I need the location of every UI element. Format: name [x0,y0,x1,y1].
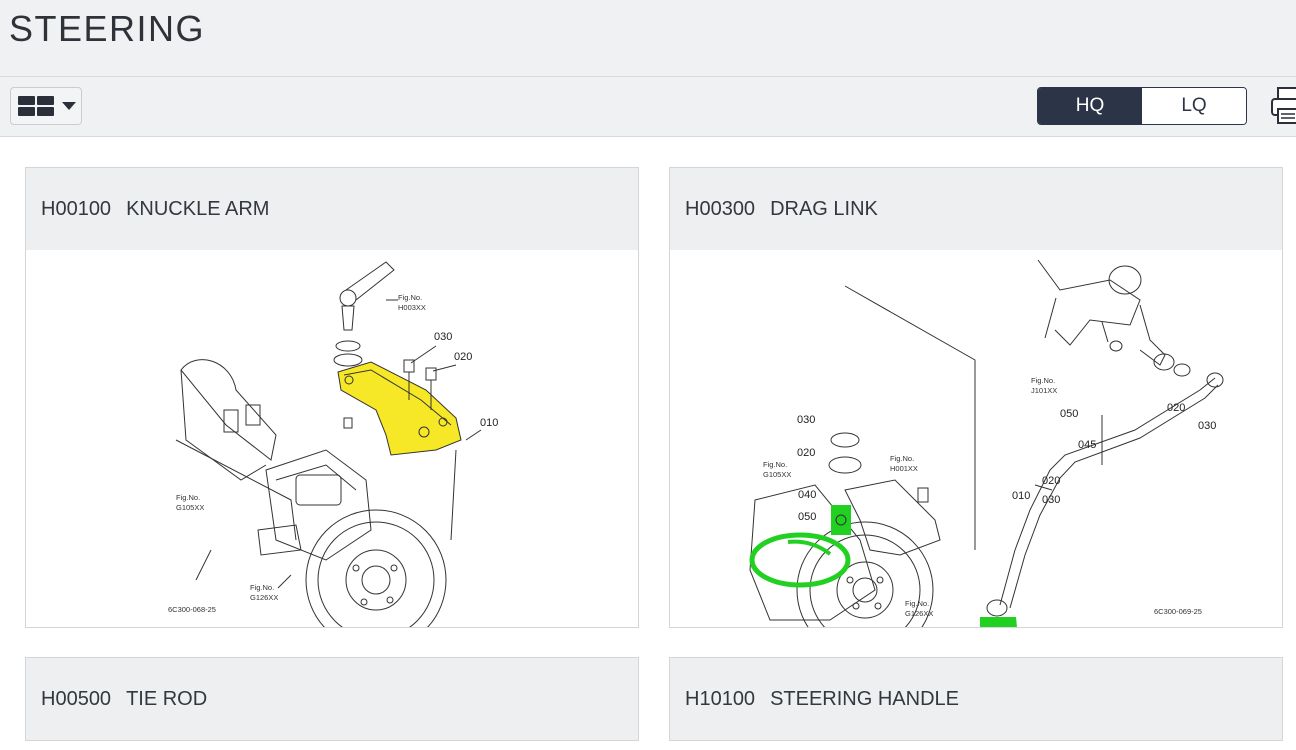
part-card-knuckle-arm[interactable]: H00100 KNUCKLE ARM [25,167,639,628]
fig-ref-code: H001XX [890,464,918,473]
part-code: H00300 [685,197,756,220]
fig-ref-label: Fig.No. [890,454,914,463]
figure-id: 6C300-069-25 [1154,607,1202,616]
callout-label: 050 [798,511,816,523]
grid-layout-icon [18,96,55,116]
callout-label: 020 [1042,475,1060,487]
fig-ref-label: Fig.No. [905,599,929,608]
drag-link-circle-markup [749,532,851,588]
chevron-down-icon [62,102,76,110]
callout-label: 010 [1012,490,1030,502]
card-header: H00300 DRAG LINK [670,168,1282,250]
part-name: STEERING HANDLE [770,687,959,710]
fig-ref-code: G105XX [763,470,791,479]
callout-label: 030 [797,414,815,426]
fig-ref-code: J101XX [1031,386,1057,395]
fig-ref-label: Fig.No. [398,293,422,302]
callout-label: 040 [798,489,816,501]
figure-id: 6C300-068-25 [168,605,216,614]
fig-ref-label: Fig.No. [763,460,787,469]
knuckle-arm-highlight [337,361,462,456]
part-name: KNUCKLE ARM [126,197,270,220]
page-title: STEERING [9,8,206,49]
callout-label: 020 [454,351,472,363]
callout-label: 020 [797,447,815,459]
fig-ref-code: H003XX [398,303,426,312]
printer-icon[interactable] [1270,86,1296,128]
part-card-tie-rod[interactable]: H00500 TIE ROD [25,657,639,741]
fig-ref-label: Fig.No. [176,493,200,502]
parts-diagram-knuckle-arm[interactable]: 030 020 010 Fig.No. H003XX Fig.No. G105X… [26,250,638,627]
callout-label: 030 [1198,420,1216,432]
drag-link-highlight [980,617,1017,627]
fig-ref-label: Fig.No. [1031,376,1055,385]
quality-hq-button[interactable]: HQ [1038,88,1142,124]
part-code: H00100 [41,197,112,220]
part-name: DRAG LINK [770,197,878,220]
drag-link-highlight [831,505,851,535]
callout-label: 045 [1078,439,1096,451]
fig-ref-label: Fig.No. [250,583,274,592]
quality-toggle: HQ LQ [1037,87,1247,125]
view-mode-button[interactable] [10,87,82,125]
fig-ref-code: G105XX [176,503,204,512]
parts-diagram-drag-link[interactable]: 030 020 040 050 050 045 020 030 010 020 … [670,250,1282,627]
part-card-steering-handle[interactable]: H10100 STEERING HANDLE [669,657,1283,741]
fig-ref-code: G126XX [905,609,933,618]
part-code: H10100 [685,687,756,710]
card-header: H00100 KNUCKLE ARM [26,168,638,250]
quality-lq-button[interactable]: LQ [1142,88,1246,124]
callout-label: 050 [1060,408,1078,420]
card-header: H00500 TIE ROD [26,658,638,740]
callout-label: 030 [1042,494,1060,506]
callout-label: 020 [1167,402,1185,414]
callout-label: 030 [434,331,452,343]
title-bar: STEERING [0,0,1296,77]
callout-label: 010 [480,417,498,429]
fig-ref-code: G126XX [250,593,278,602]
part-code: H00500 [41,687,112,710]
card-header: H10100 STEERING HANDLE [670,658,1282,740]
part-card-drag-link[interactable]: H00300 DRAG LINK [669,167,1283,628]
part-name: TIE ROD [126,687,208,710]
